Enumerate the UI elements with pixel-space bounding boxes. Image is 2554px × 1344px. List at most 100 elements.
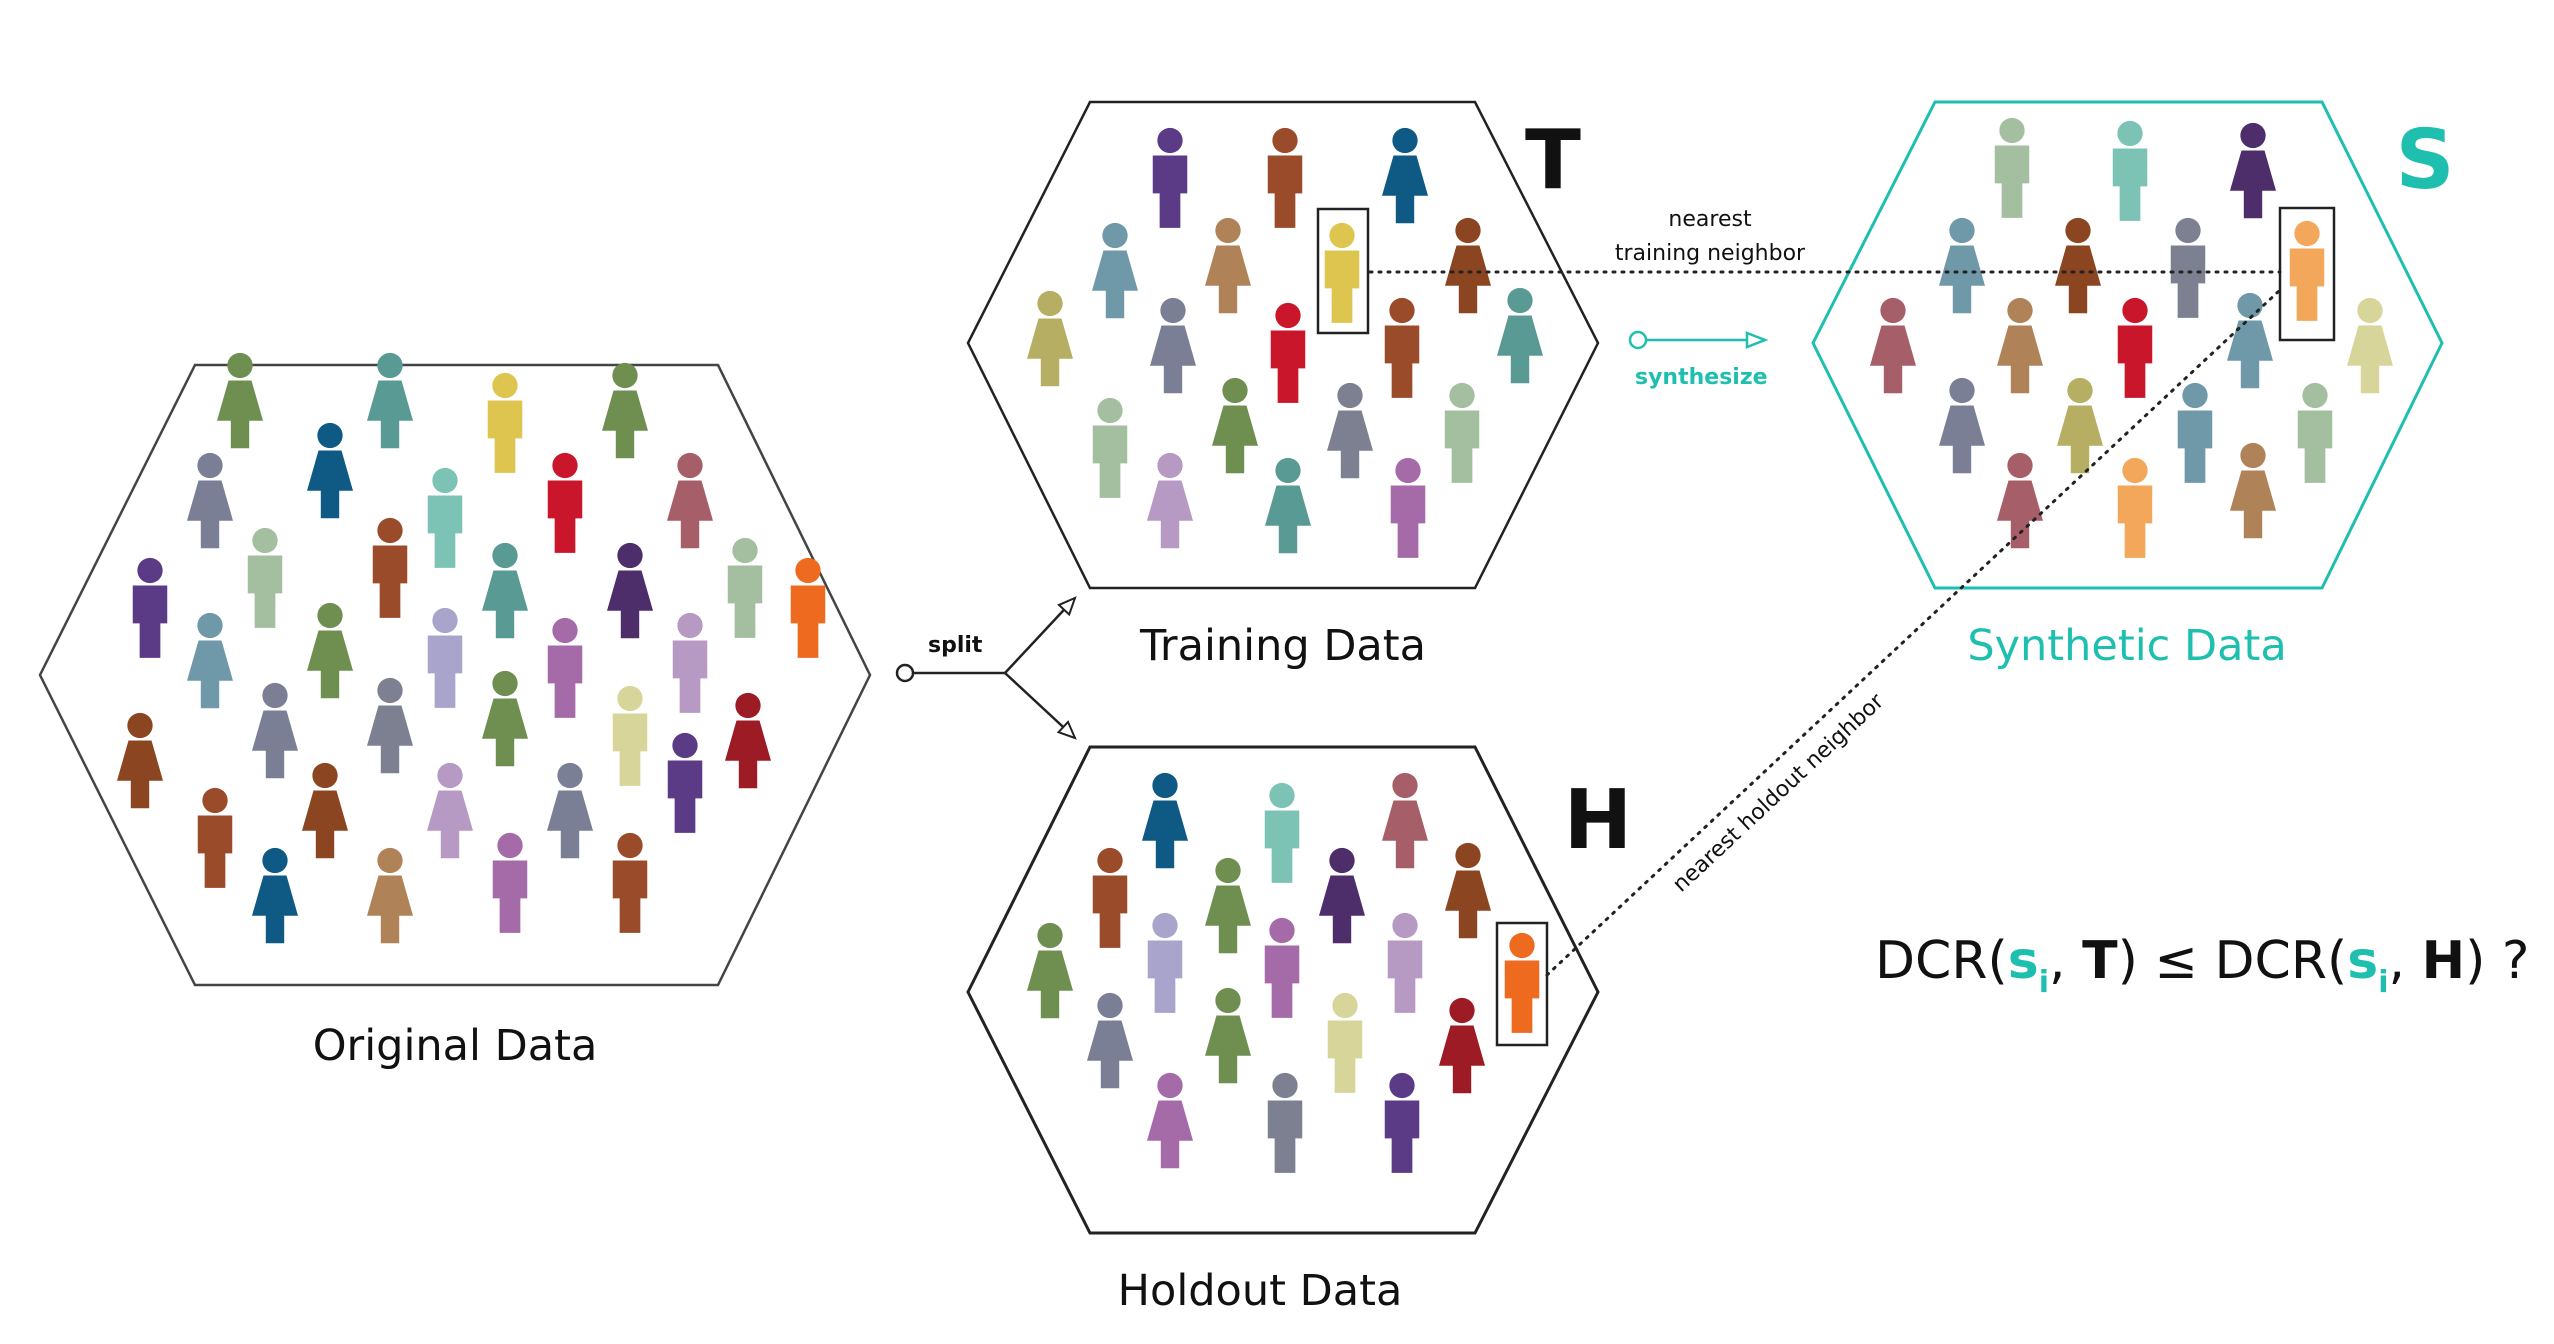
formula-s-1: s — [2008, 931, 2039, 991]
original-person-icon-6 — [307, 422, 353, 519]
original-person-icon-18 — [307, 602, 353, 699]
nearest-holdout-line — [1545, 288, 2282, 977]
original-person-icon-13 — [482, 542, 528, 639]
synthesize-origin-icon — [1628, 330, 1648, 350]
synthetic-highlight-box — [2278, 206, 2336, 342]
training-person-icon-12 — [1497, 287, 1543, 384]
synthetic-letter: S — [2395, 113, 2454, 208]
holdout-person-icon-7 — [1445, 842, 1491, 939]
original-person-icon-32 — [667, 732, 703, 833]
original-person-icon-24 — [367, 677, 413, 774]
synthetic-person-icon-1 — [1994, 117, 2030, 218]
training-person-icon-2 — [1267, 127, 1303, 228]
original-person-icon-19 — [427, 607, 463, 708]
original-person-icon-17 — [187, 612, 233, 709]
original-person-icon-15 — [727, 537, 763, 638]
original-person-icon-21 — [672, 612, 708, 713]
synthetic-person-icon-2 — [2112, 120, 2148, 221]
nearest-training-label-line1: nearest — [1668, 207, 1752, 232]
synthetic-person-icon-5 — [2055, 217, 2101, 314]
formula-leq: ) ≤ DCR( — [2118, 931, 2348, 991]
original-person-icon-29 — [302, 762, 348, 859]
original-label: Original Data — [313, 1021, 598, 1071]
synthetic-person-icon-14 — [2057, 377, 2103, 474]
original-person-icon-25 — [482, 670, 528, 767]
holdout-person-icon-3 — [1382, 772, 1428, 869]
training-person-icon-11 — [1384, 297, 1420, 398]
original-person-icon-9 — [667, 452, 713, 549]
holdout-person-icon-6 — [1319, 847, 1365, 944]
training-person-icon-14 — [1212, 377, 1258, 474]
synthetic-person-icon-15 — [2177, 382, 2213, 483]
holdout-person-icon-19 — [1384, 1072, 1420, 1173]
synthetic-person-icon-3 — [2230, 122, 2276, 219]
formula-close: ) ? — [2465, 931, 2529, 991]
split-label: split — [928, 633, 983, 658]
original-person-icon-26 — [612, 685, 648, 786]
original-person-icon-12 — [372, 517, 408, 618]
holdout-person-icon-1 — [1142, 772, 1188, 869]
synthesize-label: synthesize — [1635, 365, 1768, 390]
formula-i-2: i — [2378, 965, 2388, 1000]
holdout-label: Holdout Data — [1118, 1266, 1403, 1316]
holdout-person-icon-11 — [1387, 912, 1423, 1013]
synthetic-person-icon-13 — [1939, 377, 1985, 474]
split-arrow-down — [1004, 672, 1077, 740]
original-person-icon-28 — [197, 787, 233, 888]
original-person-icon-1 — [217, 352, 263, 449]
holdout-person-icon-4 — [1092, 847, 1128, 948]
synthetic-people-group — [1870, 117, 2393, 558]
original-person-icon-8 — [547, 452, 583, 553]
original-person-icon-2 — [367, 352, 413, 449]
nearest-training-label-line2: training neighbor — [1615, 241, 1806, 266]
training-person-icon-10 — [1270, 302, 1306, 403]
formula-comma-1: , — [2049, 931, 2082, 991]
split-arrow-up — [1004, 596, 1077, 674]
holdout-highlight-box — [1495, 921, 1549, 1047]
original-person-icon-34 — [367, 847, 413, 944]
original-person-icon-7 — [427, 467, 463, 568]
synthetic-person-icon-7 — [2289, 220, 2325, 321]
formula-T: T — [2082, 931, 2118, 991]
training-person-icon-15 — [1327, 382, 1373, 479]
synthetic-person-icon-17 — [1997, 452, 2043, 549]
holdout-person-icon-5 — [1205, 857, 1251, 954]
formula-comma-2: , — [2389, 931, 2422, 991]
original-person-icon-14 — [607, 542, 653, 639]
training-person-icon-19 — [1390, 457, 1426, 558]
holdout-letter: H — [1564, 773, 1633, 868]
holdout-person-icon-9 — [1147, 912, 1183, 1013]
synthetic-person-icon-4 — [1939, 217, 1985, 314]
original-person-icon-10 — [132, 557, 168, 658]
holdout-person-icon-2 — [1264, 782, 1300, 883]
holdout-person-icon-15 — [1327, 992, 1363, 1093]
original-people-group — [117, 352, 826, 944]
nearest-holdout-label: nearest holdout neighbor — [1668, 688, 1890, 897]
holdout-person-icon-14 — [1205, 987, 1251, 1084]
holdout-person-icon-18 — [1267, 1072, 1303, 1173]
synthetic-person-icon-12 — [2347, 297, 2393, 394]
holdout-person-icon-16 — [1439, 997, 1485, 1094]
formula-s-2: s — [2347, 931, 2378, 991]
original-person-icon-5 — [187, 452, 233, 549]
original-person-icon-27 — [725, 692, 771, 789]
original-person-icon-11 — [247, 527, 283, 628]
original-person-icon-30 — [427, 762, 473, 859]
training-person-icon-9 — [1150, 297, 1196, 394]
holdout-person-icon-17 — [1147, 1072, 1193, 1169]
training-person-icon-5 — [1205, 217, 1251, 314]
holdout-person-icon-13 — [1087, 992, 1133, 1089]
synthetic-person-icon-9 — [1997, 297, 2043, 394]
formula-dcr-open-1: DCR( — [1875, 931, 2008, 991]
training-person-icon-7 — [1445, 217, 1491, 314]
synthetic-person-icon-10 — [2117, 297, 2153, 398]
formula-H: H — [2422, 931, 2466, 991]
original-person-icon-35 — [492, 832, 528, 933]
synthetic-person-icon-6 — [2170, 217, 2206, 318]
original-person-icon-22 — [117, 712, 163, 809]
synthetic-person-icon-19 — [2230, 442, 2276, 539]
holdout-person-icon-8 — [1027, 922, 1073, 1019]
original-person-icon-3 — [487, 372, 523, 473]
original-person-icon-16 — [790, 557, 826, 658]
